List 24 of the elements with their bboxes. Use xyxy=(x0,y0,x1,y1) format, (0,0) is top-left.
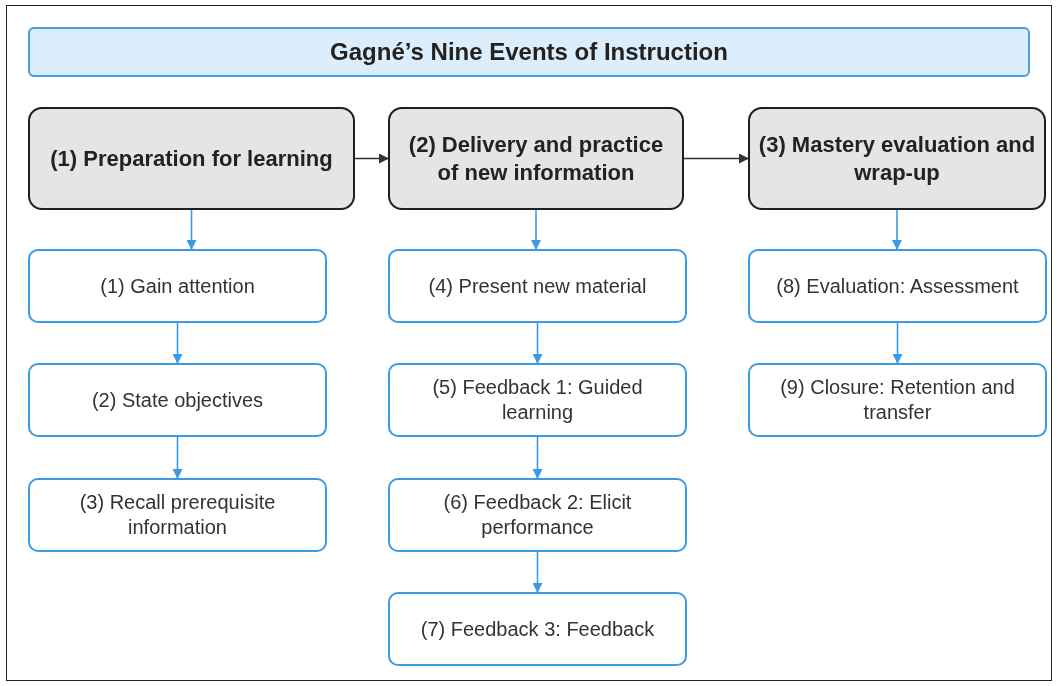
phase-box: (2) Delivery and practice of new information xyxy=(388,107,684,210)
phase-box: (3) Mastery evaluation and wrap-up xyxy=(748,107,1046,210)
arrow xyxy=(532,551,543,593)
arrow xyxy=(892,209,902,250)
event-box: (7) Feedback 3: Feedback xyxy=(388,592,687,666)
arrow xyxy=(531,209,541,250)
arrow xyxy=(892,322,903,364)
event-box: (8) Evaluation: Assessment xyxy=(748,249,1047,323)
event-box: (6) Feedback 2: Elicit performance xyxy=(388,478,687,552)
arrow xyxy=(172,436,183,479)
event-box: (1) Gain attention xyxy=(28,249,327,323)
arrow xyxy=(186,209,197,250)
title-banner: Gagné’s Nine Events of Instruction xyxy=(28,27,1030,77)
event-box: (2) State objectives xyxy=(28,363,327,437)
arrow xyxy=(532,322,543,364)
event-box: (4) Present new material xyxy=(388,249,687,323)
arrow xyxy=(683,153,749,164)
phase-box: (1) Preparation for learning xyxy=(28,107,355,210)
arrow xyxy=(532,436,543,479)
event-box: (9) Closure: Retention and transfer xyxy=(748,363,1047,437)
arrow xyxy=(354,153,389,164)
arrow xyxy=(172,322,183,364)
event-box: (3) Recall prerequisite information xyxy=(28,478,327,552)
event-box: (5) Feedback 1: Guided learning xyxy=(388,363,687,437)
